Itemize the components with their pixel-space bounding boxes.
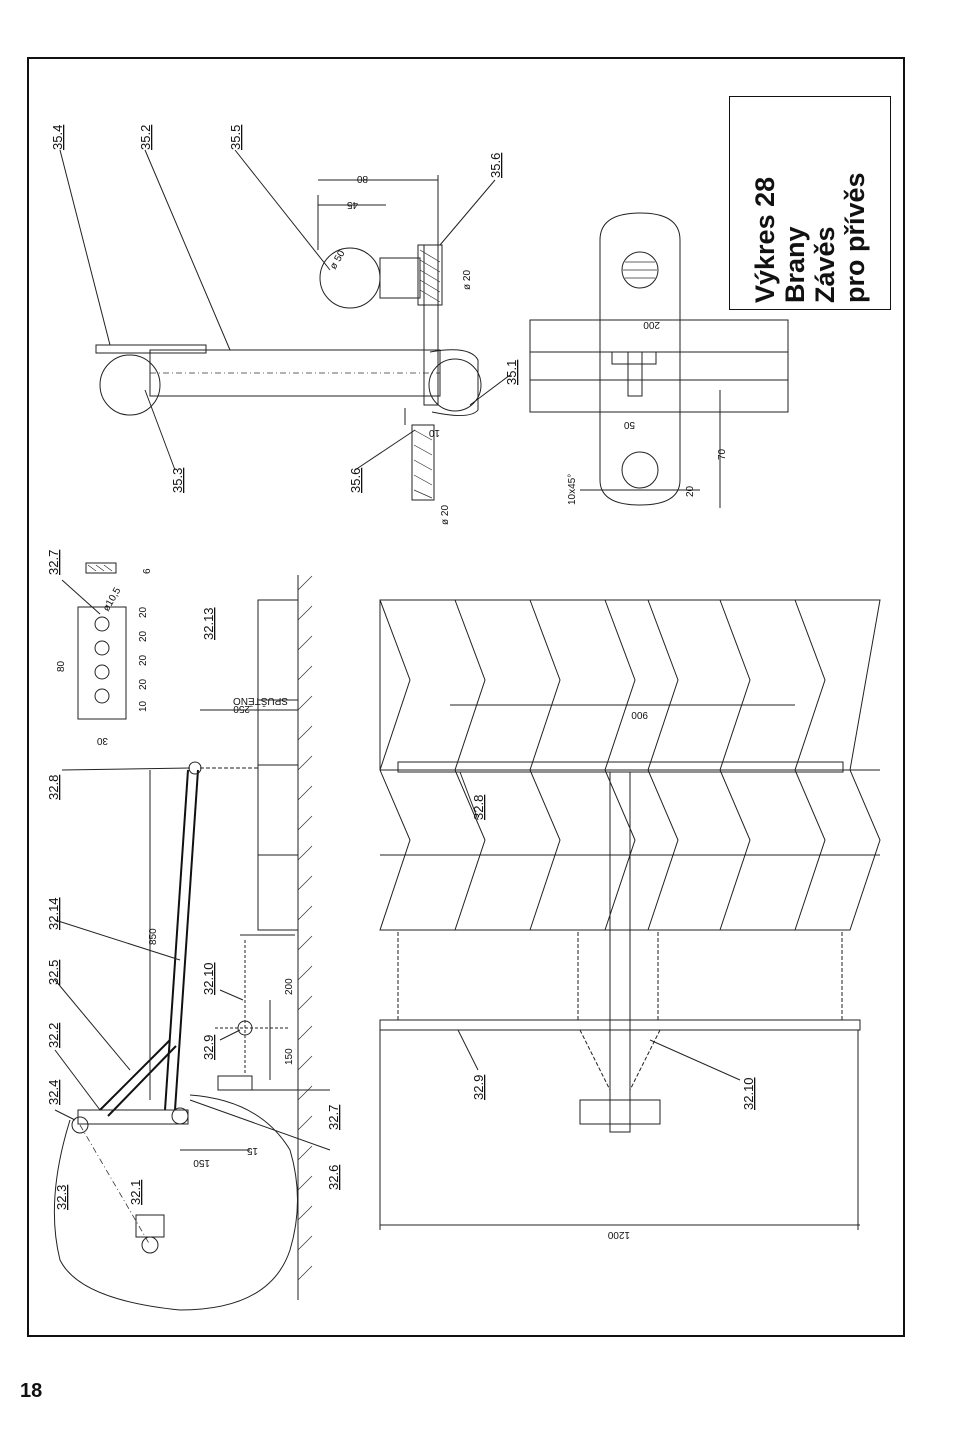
hitch-point-32-1 (141, 1236, 159, 1254)
title-line-1: Výkres 28 (750, 176, 780, 303)
label-32-3: 32.3 (54, 1185, 69, 1210)
pin-shaft (423, 244, 439, 406)
drawbar-32-14 (174, 769, 199, 1111)
dim-20-top: ø 20 (462, 270, 473, 290)
label-32-8-left: 32.8 (46, 775, 61, 800)
label-35-4: 35.4 (50, 125, 65, 150)
central-drawbar (609, 771, 631, 1133)
label-35-6-bottom: 35.6 (348, 468, 363, 493)
dim-850: 850 (148, 928, 159, 945)
label-32-1: 32.1 (128, 1180, 143, 1205)
dim-80-bar: 80 (56, 660, 67, 672)
hitch-assembly-view (59, 149, 511, 501)
dim-80-top: 80 (356, 173, 368, 184)
label-32-7-bottom: 32.7 (326, 1105, 341, 1130)
dim-20-small-4: 20 (138, 606, 149, 618)
dim-15: 15 (246, 1145, 258, 1156)
dim-20-small-1: 20 (138, 678, 149, 690)
dim-20-bottom: ø 20 (440, 505, 451, 525)
label-32-2: 32.2 (46, 1023, 61, 1048)
side-elevation-view (53, 562, 331, 1311)
pin-circle-left (99, 354, 161, 416)
label-35-5: 35.5 (228, 125, 243, 150)
harrow-section (379, 599, 881, 931)
dim-900: 900 (631, 709, 648, 720)
harrow-plan-view (379, 599, 881, 1230)
label-32-8-right: 32.8 (471, 795, 486, 820)
flat-bar-32-7 (77, 606, 127, 720)
dimension-labels: 80 45 ø 50 ø 20 200 50 10 ø 20 10x45° 20… (56, 173, 728, 1240)
label-32-9-left: 32.9 (201, 1035, 216, 1060)
label-32-4: 32.4 (46, 1080, 61, 1105)
label-35-3: 35.3 (170, 468, 185, 493)
title-block: Výkres 28 Brany Závěs pro přívěs (729, 96, 891, 310)
label-35-6-top: 35.6 (488, 153, 503, 178)
link-plate (599, 212, 681, 506)
dim-20-small-3: 20 (138, 630, 149, 642)
dim-10x45: 10x45° (567, 474, 578, 505)
brace-32-5 (99, 1039, 171, 1111)
title-text: Výkres 28 Brany Závěs pro přívěs (750, 103, 870, 303)
drawing-frame (27, 57, 905, 1337)
page-number: 18 (20, 1380, 43, 1402)
dim-200-plate: 200 (643, 319, 660, 330)
link-hole-top (621, 251, 659, 289)
dim-150-b: 150 (193, 1157, 210, 1168)
tractor-outline (53, 1094, 298, 1311)
ball-35-5 (319, 247, 381, 309)
dim-70: 70 (717, 448, 728, 460)
dim-150-a: 150 (284, 1048, 295, 1065)
dim-6: 6 (142, 568, 153, 574)
link-hole-bottom (621, 451, 659, 489)
label-32-10-right: 32.10 (741, 1077, 756, 1110)
part-labels: 35.4 35.2 35.5 35.6 35.3 35.6 35.1 32.7 … (46, 125, 756, 1210)
label-32-9-right: 32.9 (471, 1075, 486, 1100)
dim-50-plate: 50 (623, 419, 635, 430)
title-line-3: Závěs (810, 226, 840, 303)
label-32-6: 32.6 (326, 1165, 341, 1190)
dim-1200: 1200 (607, 1229, 630, 1240)
dim-30: 30 (96, 735, 108, 746)
coupling-plate-view (529, 212, 789, 508)
pin-circle-right (428, 358, 482, 412)
label-32-5: 32.5 (46, 960, 61, 985)
base-bar-32-2 (77, 1109, 189, 1125)
dim-spusteno: SPUŠTĚNO (233, 695, 288, 708)
plate-35-4 (95, 344, 207, 354)
title-line-2: Brany (780, 226, 810, 303)
dim-200-chain: 200 (284, 978, 295, 995)
title-line-4: pro přívěs (840, 172, 870, 303)
label-35-2: 35.2 (138, 125, 153, 150)
dim-50: ø 50 (328, 248, 348, 271)
label-32-13: 32.13 (201, 607, 216, 640)
label-32-7-top: 32.7 (46, 550, 61, 575)
dim-20-small-2: 20 (138, 654, 149, 666)
dim-20-plate: 20 (685, 485, 696, 497)
dim-45: 45 (346, 199, 358, 210)
dim-10-small: 10 (138, 700, 149, 712)
beam-32-9 (379, 1019, 861, 1031)
dim-10: 10 (428, 427, 440, 438)
label-32-10-left: 32.10 (201, 962, 216, 995)
dim-10-5: ø10,5 (101, 585, 124, 613)
label-32-14: 32.14 (46, 897, 61, 930)
dim-250: 250 (233, 703, 250, 714)
channel-section (529, 319, 789, 413)
label-35-1: 35.1 (504, 360, 519, 385)
